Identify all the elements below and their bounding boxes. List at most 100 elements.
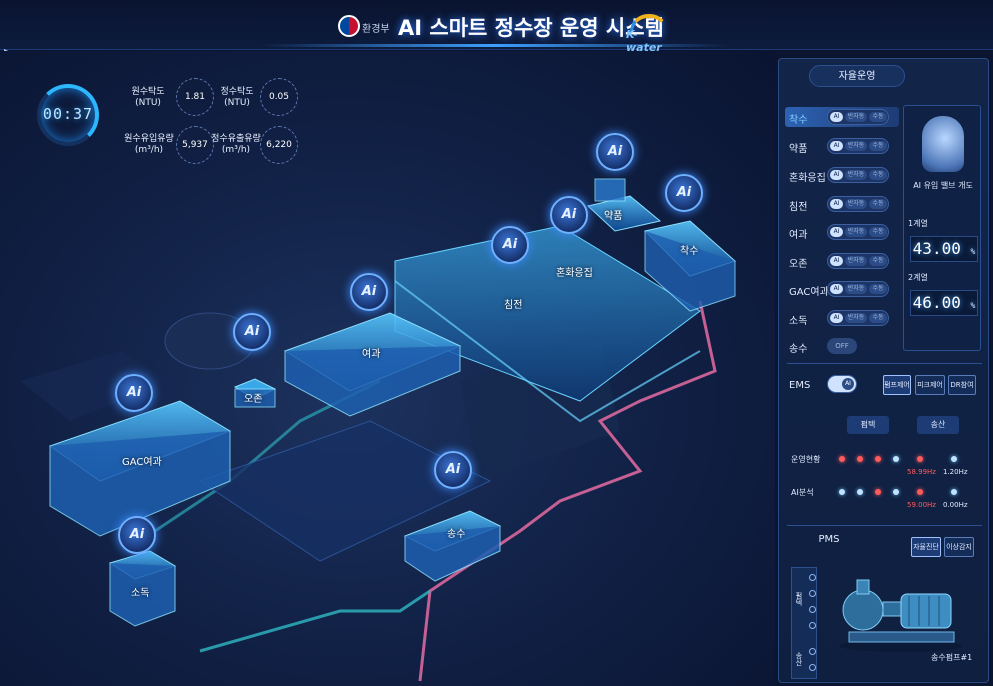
ai-icon-chaksu[interactable]: Ai	[665, 174, 703, 212]
pump-indicator[interactable]	[809, 622, 816, 629]
row-label-songsu: 송수	[789, 344, 808, 355]
label-yeogwa: 여과	[362, 349, 381, 360]
side-expand-icon[interactable]: ▸	[4, 46, 8, 55]
ems-row2-hz-2: 0.00Hz	[943, 501, 968, 509]
stat-value-treated-turbidity: 0.05	[260, 78, 298, 116]
kwater-logo: K-water	[626, 12, 672, 54]
status-dot	[893, 456, 899, 462]
status-dot	[857, 489, 863, 495]
divider	[787, 363, 982, 364]
clock-ring	[37, 84, 99, 146]
status-dot	[875, 456, 881, 462]
ai-valve-caption: AI 유입 밸브 개도	[913, 181, 973, 190]
clock-time: 00:37	[42, 105, 94, 123]
ai-icon-honhwa[interactable]: Ai	[550, 196, 588, 234]
pms-site-list: 펌텍 송산	[791, 567, 817, 679]
row-label-ozone: 오존	[789, 259, 808, 270]
ems-row-status-label: 운영현황	[791, 455, 821, 464]
row-label-chaksu: 착수	[789, 115, 808, 126]
label-yakpum: 약품	[604, 211, 623, 222]
dr-button[interactable]: DR참여	[948, 375, 976, 395]
line1-value: 43.00 %	[910, 236, 978, 262]
line2-value: 46.00 %	[910, 290, 978, 316]
plant-map-graphics	[20, 178, 736, 682]
clock-widget: 00:37	[37, 84, 99, 166]
ems-col-header-pumtek: 펌텍	[847, 416, 889, 434]
pump-indicator[interactable]	[809, 606, 816, 613]
status-dot	[839, 456, 845, 462]
stat-value-raw-inflow: 5,937	[176, 126, 214, 164]
self-diagnosis-button[interactable]: 자율진단	[911, 537, 941, 557]
stat-label-raw-inflow: 원수유입유량 (m³/h)	[124, 134, 174, 155]
row-label-chimjeon: 침전	[789, 202, 808, 213]
ems-label: EMS	[789, 380, 811, 391]
ai-icon-yeogwa[interactable]: Ai	[350, 273, 388, 311]
pump-control-button[interactable]: 펌프제어	[883, 375, 911, 395]
ai-icon-gac[interactable]: Ai	[115, 374, 153, 412]
ems-row2-hz-1: 59.00Hz	[907, 501, 936, 509]
row-label-yakpum: 약품	[789, 144, 808, 155]
divider	[787, 525, 982, 526]
terrain-block	[20, 351, 170, 421]
pump-indicator[interactable]	[809, 574, 816, 581]
pump-label: 송수펌프#1	[931, 653, 973, 662]
label-sodok: 소독	[131, 588, 150, 599]
stat-label-raw-turbidity: 원수탁도 (NTU)	[131, 87, 165, 108]
ai-valve-box: AI 유입 밸브 개도 1계열 43.00 % 2계열 46.00 %	[903, 105, 981, 351]
status-dot	[875, 489, 881, 495]
label-chaksu: 착수	[680, 246, 699, 257]
stat-label-treated-turbidity: 정수탁도 (NTU)	[220, 87, 254, 108]
songsu-toggle[interactable]: OFF	[827, 338, 857, 354]
pipe-pink	[418, 300, 717, 682]
peak-control-button[interactable]: 피크제어	[915, 375, 945, 395]
ai-icon-ozone[interactable]: Ai	[233, 313, 271, 351]
status-dot	[839, 489, 845, 495]
pms-site-songsan[interactable]: 송산	[795, 652, 803, 666]
ai-icon-sodok[interactable]: Ai	[118, 516, 156, 554]
ai-head-icon	[922, 116, 964, 172]
stat-label-treated-outflow: 정수유출유량 (m³/h)	[211, 134, 261, 155]
ai-icon-songsu[interactable]: Ai	[434, 451, 472, 489]
building-tank-large	[198, 420, 492, 562]
ai-icon-yakpum[interactable]: Ai	[596, 133, 634, 171]
label-songsu: 송수	[447, 529, 466, 540]
ministry-name: 환경부	[362, 24, 390, 35]
status-dot	[951, 489, 957, 495]
pump-indicator[interactable]	[809, 590, 816, 597]
ai-icon-chimjeon[interactable]: Ai	[491, 226, 529, 264]
pms-site-pumtek[interactable]: 펌텍	[795, 592, 803, 606]
pump-indicator[interactable]	[809, 664, 816, 671]
pms-title: PMS	[818, 534, 840, 545]
status-dot	[951, 456, 957, 462]
row-label-sodok: 소독	[789, 316, 808, 327]
pump-icon	[839, 579, 963, 652]
stat-value-raw-turbidity: 1.81	[176, 78, 214, 116]
ems-col-header-songsan: 송산	[917, 416, 959, 434]
status-dot	[893, 489, 899, 495]
status-dot	[917, 456, 923, 462]
plant-map: Ai Ai Ai Ai Ai Ai Ai Ai Ai 착수 약품 혼화응집 침전…	[0, 51, 775, 686]
header-glow	[260, 44, 730, 47]
anomaly-detect-button[interactable]: 이상감지	[944, 537, 974, 557]
label-ozone: 오존	[244, 394, 263, 405]
label-honhwa: 혼화응집	[556, 268, 593, 279]
government-emblem-icon	[338, 15, 360, 37]
pump-indicator[interactable]	[809, 648, 816, 655]
ems-row-ai-label: AI분석	[791, 488, 814, 497]
header-bar: 환경부 AI 스마트 정수장 운영 시스템 K-water	[0, 0, 993, 54]
status-dot	[917, 489, 923, 495]
ems-row1-hz-1: 58.99Hz	[907, 468, 936, 476]
ems-ai-toggle[interactable]: AI	[827, 375, 857, 393]
page-title: AI 스마트 정수장 운영 시스템	[398, 16, 664, 40]
status-dot	[857, 456, 863, 462]
row-label-honhwa: 혼화응집	[789, 173, 826, 184]
